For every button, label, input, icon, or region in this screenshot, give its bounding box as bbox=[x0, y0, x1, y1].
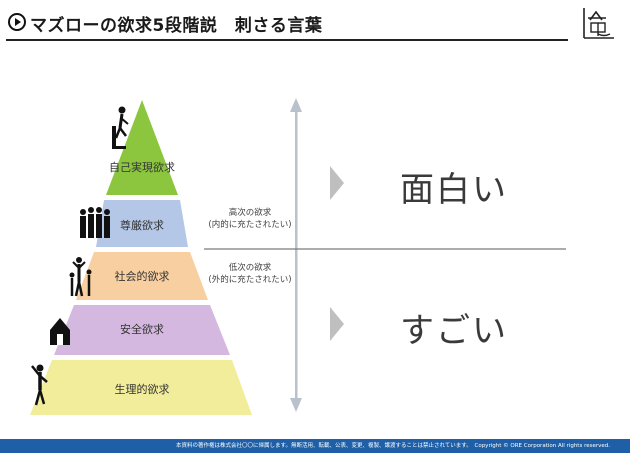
pyramid-layer-label: 安全欲求 bbox=[120, 323, 164, 336]
upper-needs-label: 高次の欲求 (内的に充たされたい) bbox=[208, 207, 291, 231]
header-divider bbox=[6, 39, 568, 41]
lower-keyword: すごい bbox=[400, 311, 508, 351]
pyramid-layer-label: 社会的欲求 bbox=[114, 270, 170, 283]
chevron-right-icon bbox=[330, 166, 344, 200]
pyramid-layer-label: 生理的欲求 bbox=[114, 383, 170, 396]
pyramid-layer-2-shape bbox=[96, 200, 188, 247]
climbing-person-icon bbox=[112, 106, 129, 149]
upper-keyword: 面白い bbox=[400, 170, 508, 210]
house-icon bbox=[50, 318, 70, 345]
page-title: マズローの欲求5段階説 刺さる言葉 bbox=[30, 16, 323, 36]
pyramid-layer-label: 自己実現欲求 bbox=[109, 161, 175, 174]
lower-needs-label: 低次の欲求 (外的に充たされたい) bbox=[208, 262, 291, 286]
double-arrow-icon bbox=[290, 98, 302, 412]
pyramid-layer-4-shape bbox=[54, 305, 230, 355]
header: マズローの欲求5段階説 刺さる言葉 bbox=[0, 0, 630, 42]
group-people-icon bbox=[69, 257, 92, 297]
crowd-icon bbox=[80, 207, 110, 238]
pyramid-layer-1-shape bbox=[106, 100, 178, 195]
pyramid-layer-5-shape bbox=[30, 360, 252, 415]
chevron-right-icon bbox=[330, 307, 344, 341]
lower-needs-title: 低次の欲求 bbox=[228, 263, 272, 273]
footer-bar: 本資料の著作権は株式会社〇〇に帰属します。無断活用、転載、公表、変更、複製、譲渡… bbox=[0, 439, 630, 453]
upper-needs-title: 高次の欲求 bbox=[228, 208, 272, 218]
copyright-text: 本資料の著作権は株式会社〇〇に帰属します。無断活用、転載、公表、変更、複製、譲渡… bbox=[176, 443, 610, 449]
upper-needs-note: (内的に充たされたい) bbox=[208, 220, 292, 230]
play-circle-icon bbox=[8, 13, 26, 31]
lower-needs-note: (外的に充たされたい) bbox=[208, 275, 292, 285]
brand-logo-icon bbox=[583, 8, 614, 39]
pyramid-layer-3-shape bbox=[76, 252, 208, 300]
stretching-person-icon bbox=[31, 364, 48, 406]
pyramid-layer-label: 尊厳欲求 bbox=[120, 219, 164, 232]
